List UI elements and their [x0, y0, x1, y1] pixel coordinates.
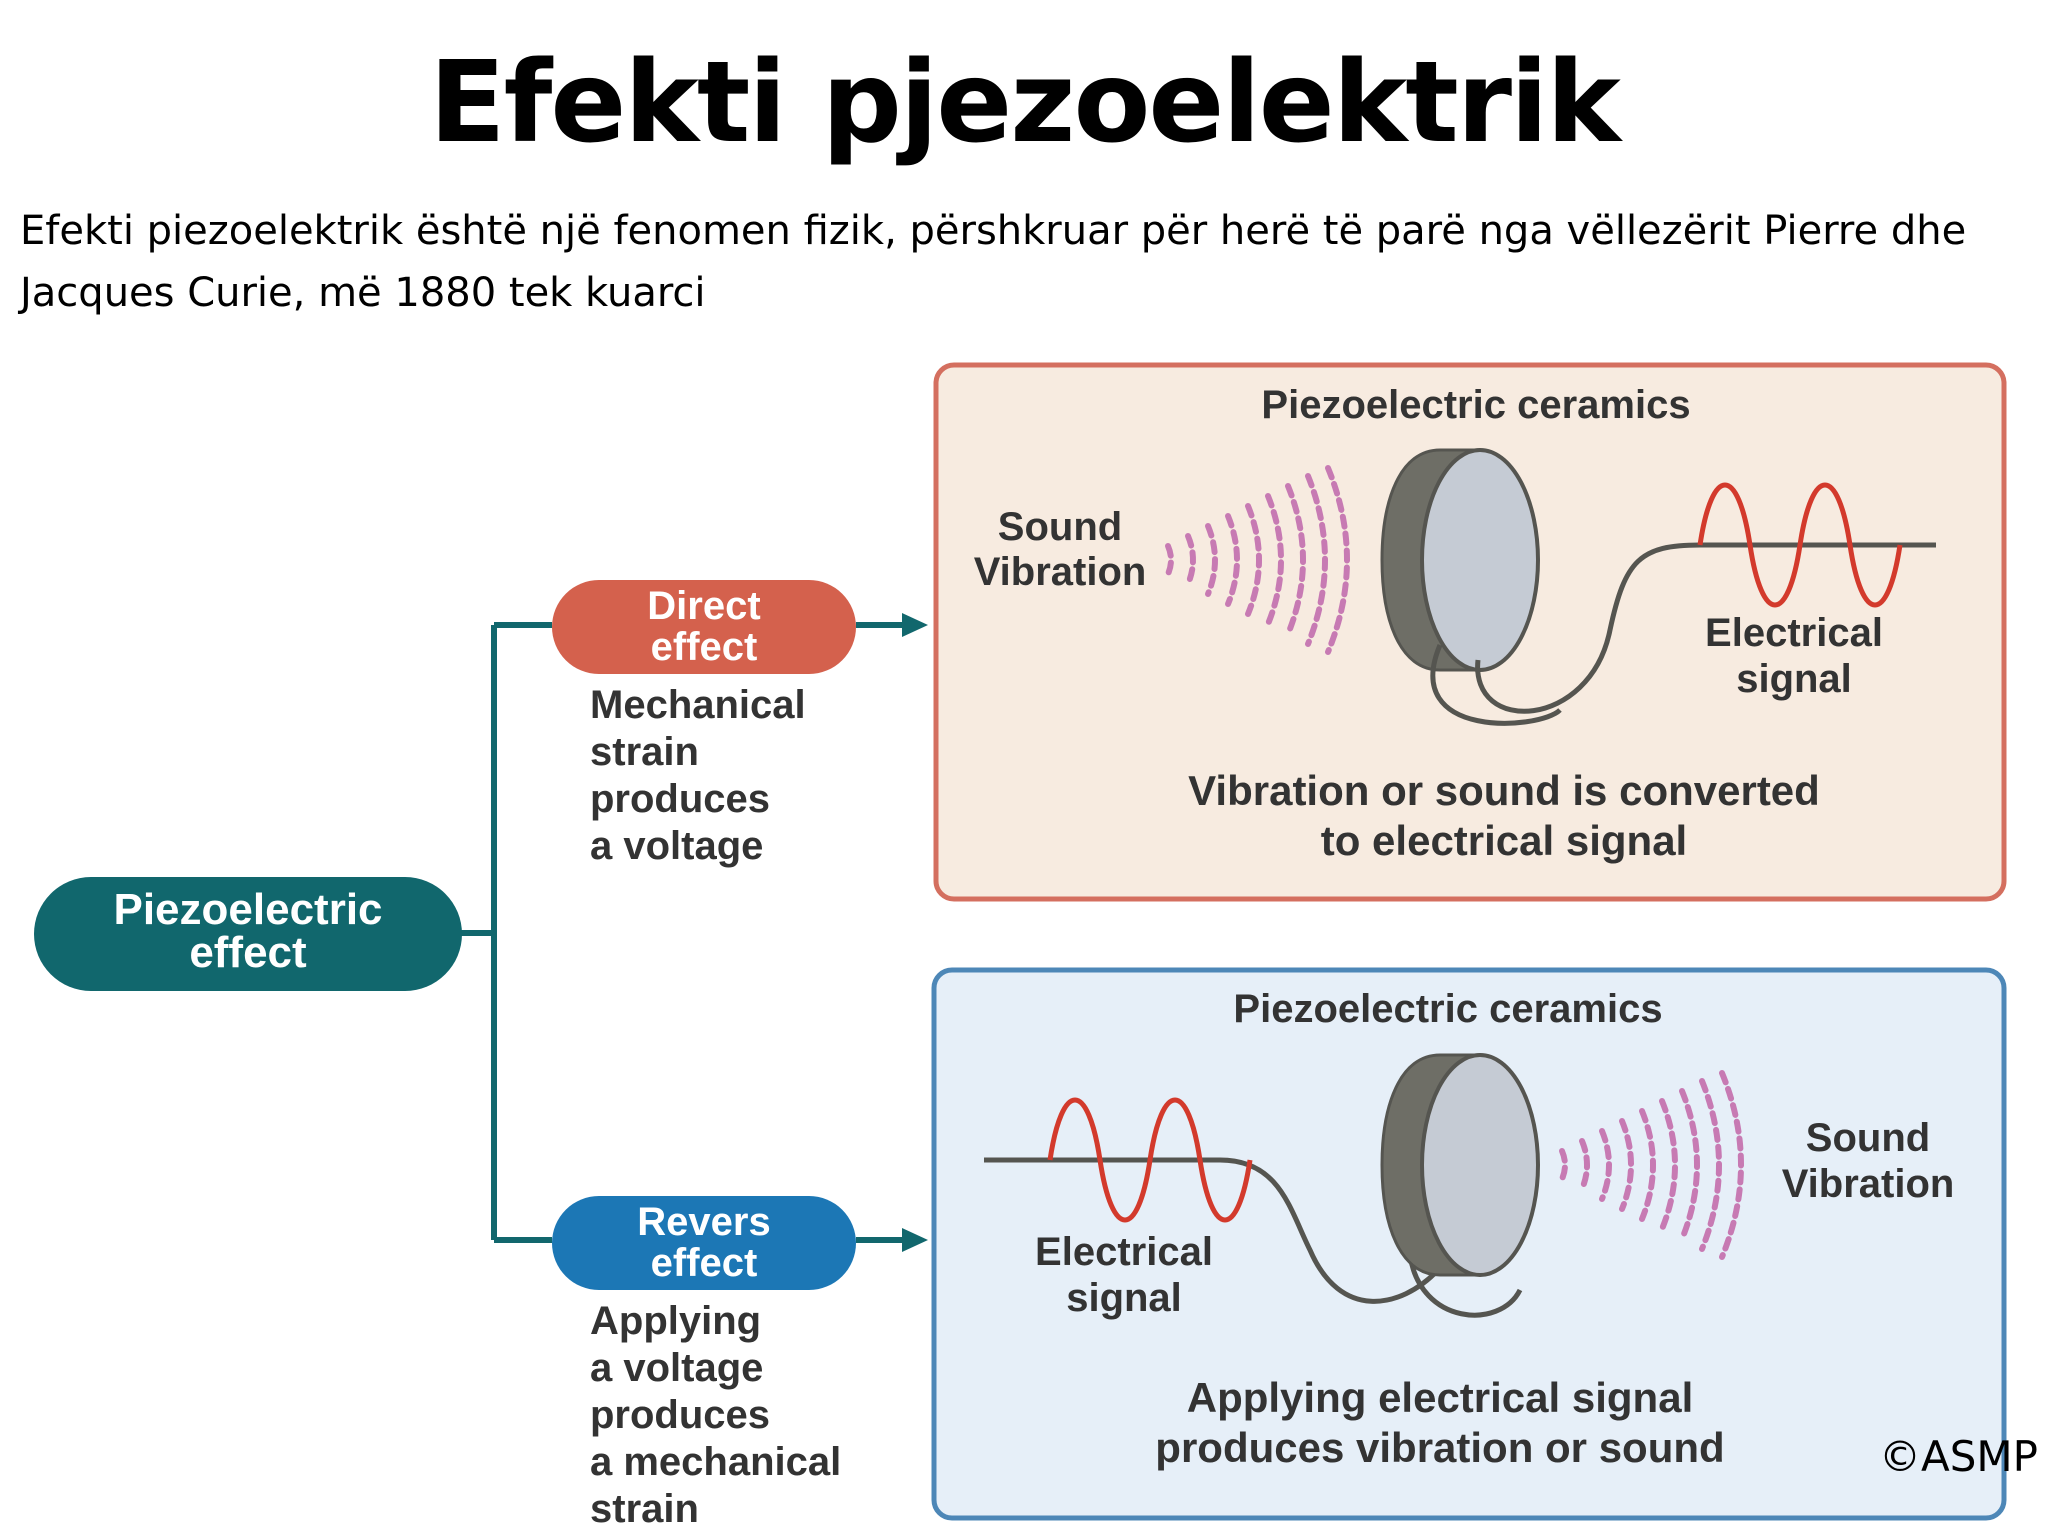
root-pill-line1: Piezoelectric	[113, 885, 382, 934]
reverse-desc-line: a voltage	[590, 1346, 763, 1390]
reverse-pill-line2: effect	[651, 1241, 758, 1285]
electrical-signal-icon	[1697, 482, 1903, 608]
direct-desc-line: a voltage	[590, 824, 763, 868]
reverse-panel-caption: Applying electrical signal	[1187, 1374, 1693, 1421]
piezo-diagram: Piezoelectric effect Direct effect Mecha…	[0, 340, 2048, 1536]
direct-pill-line2: effect	[651, 625, 758, 669]
sound-wave-icon	[1165, 465, 1350, 655]
direct-desc-line: strain	[590, 730, 699, 774]
direct-pill-line1: Direct	[647, 584, 760, 628]
reverse-panel-caption: produces vibration or sound	[1155, 1424, 1724, 1471]
wire-icon	[984, 1157, 1523, 1318]
reverse-effect-pill: Revers effect	[552, 1196, 856, 1290]
direct-effect-pill: Direct effect	[552, 580, 856, 674]
piezo-diagram-svg: Piezoelectric effect Direct effect Mecha…	[34, 362, 2007, 1531]
wire-icon	[1430, 542, 1936, 726]
root-pill-line2: effect	[189, 928, 307, 977]
slide-title: Efekti pjezoelektrik	[429, 38, 1621, 168]
sound-wave-icon	[1559, 1070, 1744, 1260]
direct-panel-caption: to electrical signal	[1321, 817, 1687, 864]
direct-panel-input-label: Vibration	[974, 550, 1147, 594]
direct-panel-input-label: Sound	[998, 505, 1122, 549]
reverse-panel-title: Piezoelectric ceramics	[1233, 987, 1662, 1031]
direct-effect-panel: Piezoelectric ceramics Sound Vibration	[933, 362, 2007, 902]
direct-panel-caption: Vibration or sound is converted	[1188, 767, 1820, 814]
reverse-panel-output-label: Sound	[1806, 1116, 1930, 1160]
reverse-desc-line: Applying	[590, 1299, 761, 1343]
ceramic-disc-icon	[1380, 1053, 1540, 1277]
direct-panel-output-label: Electrical	[1705, 611, 1883, 655]
reverse-panel-output-label: Vibration	[1782, 1162, 1955, 1206]
slide-intro: Efekti piezoelektrik është një fenomen f…	[20, 208, 1967, 316]
reverse-desc-line: produces	[590, 1393, 770, 1437]
connectors	[458, 613, 928, 1252]
reverse-description: Applying a voltage produces a mechanical…	[590, 1299, 841, 1531]
electrical-signal-icon	[1047, 1097, 1253, 1223]
direct-desc-line: produces	[590, 777, 770, 821]
direct-panel-output-label: signal	[1736, 657, 1852, 701]
reverse-panel-input-label: signal	[1066, 1276, 1182, 1320]
direct-arrow-icon	[902, 613, 928, 637]
reverse-effect-panel: Piezoelectric ceramics Electrical signal	[931, 967, 2007, 1521]
direct-desc-line: Mechanical	[590, 683, 806, 727]
direct-description: Mechanical strain produces a voltage	[590, 683, 806, 868]
reverse-desc-line: strain	[590, 1487, 699, 1531]
reverse-arrow-icon	[902, 1228, 928, 1252]
direct-panel-title: Piezoelectric ceramics	[1261, 383, 1690, 427]
reverse-desc-line: a mechanical	[590, 1440, 841, 1484]
reverse-pill-line1: Revers	[637, 1200, 770, 1244]
copyright-notice: ©ASMP	[1879, 1432, 2038, 1481]
reverse-panel-input-label: Electrical	[1035, 1230, 1213, 1274]
root-pill: Piezoelectric effect	[34, 877, 462, 991]
ceramic-disc-icon	[1380, 448, 1540, 672]
